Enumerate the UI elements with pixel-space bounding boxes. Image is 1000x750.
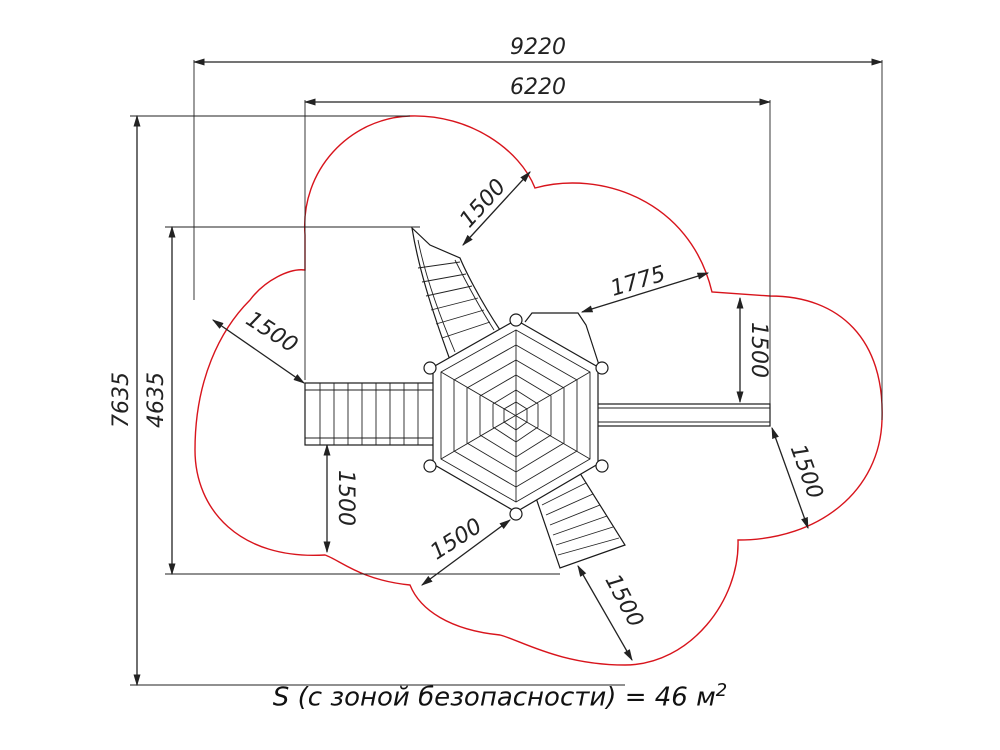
dimension-safety-bottom-left: 1500 xyxy=(426,514,487,565)
dimension-safety-right: 1500 xyxy=(746,322,771,378)
area-caption-text: S (с зоной безопасности) = 46 м xyxy=(272,682,716,713)
dimension-safety-bottom-right: 1500 xyxy=(600,570,648,631)
dimension-safety-left: 1500 xyxy=(241,307,302,358)
dimension-safety-right-lower: 1500 xyxy=(785,441,828,502)
dimension-overall-width: 9220 xyxy=(510,35,566,60)
right-slide xyxy=(595,403,771,427)
area-caption-superscript: 2 xyxy=(715,680,728,701)
handrail xyxy=(524,312,601,369)
dimension-safety-top: 1500 xyxy=(455,174,511,232)
area-caption: S (с зоной безопасности) = 46 м2 xyxy=(0,680,1000,713)
dimension-overall-height: 7635 xyxy=(109,372,134,428)
dimension-inner-height: 4635 xyxy=(144,372,169,428)
dimension-inner-width: 6220 xyxy=(510,75,566,100)
safety-zone-outline xyxy=(194,115,883,666)
play-structure xyxy=(304,226,771,569)
curved-slide xyxy=(411,226,501,361)
left-steps xyxy=(304,382,438,446)
dimension-safety-upper-right: 1775 xyxy=(608,262,669,302)
dimension-safety-left-lower: 1500 xyxy=(333,470,358,526)
